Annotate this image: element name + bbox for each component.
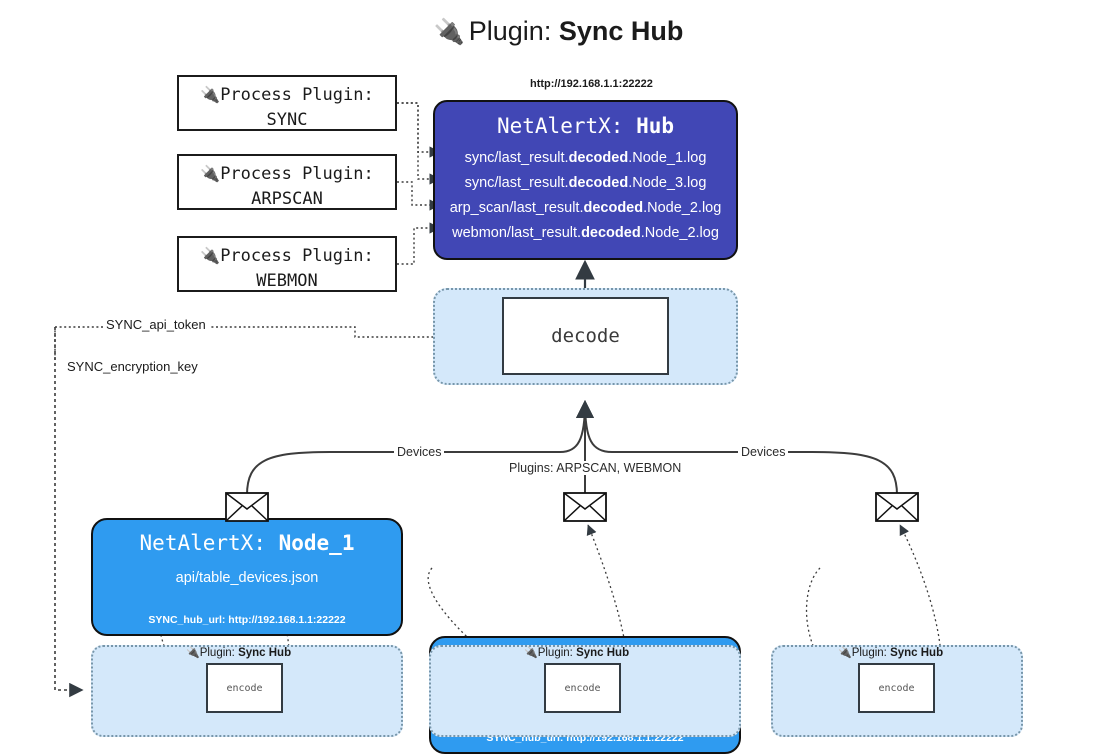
process-plugin-heading: Process Plugin:	[220, 164, 374, 184]
process-plugin-webmon[interactable]: 🔌Process Plugin: WEBMON	[177, 236, 397, 292]
plug-icon: 🔌	[200, 164, 221, 183]
encode-box-node-3[interactable]: encode	[858, 663, 935, 713]
hub-log-line: sync/last_result.decoded.Node_1.log	[464, 150, 707, 166]
hub-card[interactable]: NetAlertX: Hub sync/last_result.decoded.…	[433, 100, 738, 260]
plugin-tag-node-2: 🔌Plugin: Sync Hub	[524, 647, 630, 659]
node-footer: SYNC_hub_url: http://192.168.1.1:22222	[148, 614, 346, 626]
process-plugin-name: SYNC	[266, 109, 308, 130]
process-plugin-name: WEBMON	[256, 270, 318, 291]
plug-icon: 🔌	[433, 18, 465, 46]
hub-log-line: webmon/last_result.decoded.Node_2.log	[452, 224, 719, 241]
envelope-icon	[563, 492, 607, 527]
sync-api-token-label: SYNC_api_token	[103, 317, 209, 332]
hub-log-line: sync/last_result.decoded.Node_3.log	[464, 174, 707, 191]
plug-icon: 🔌	[200, 246, 221, 265]
envelope-icon	[225, 492, 269, 527]
sync-encryption-key-label: SYNC_encryption_key	[64, 359, 201, 374]
envelope-icon	[875, 492, 919, 527]
plugin-tag-node-3: 🔌Plugin: Sync Hub	[838, 647, 944, 659]
plug-icon: 🔌	[524, 647, 538, 659]
devices-label-right: Devices	[738, 445, 789, 459]
decode-box[interactable]: decode	[502, 297, 669, 375]
process-plugin-heading: Process Plugin:	[220, 246, 374, 266]
hub-title: NetAlertX: Hub	[496, 114, 674, 138]
plugins-label-center: Plugins: ARPSCAN, WEBMON	[506, 461, 685, 475]
page-title-name: Sync Hub	[558, 16, 684, 46]
node-title: NetAlertX: Node_1	[139, 531, 355, 555]
encode-box-node-2[interactable]: encode	[544, 663, 621, 713]
process-plugin-heading: Process Plugin:	[220, 85, 374, 105]
node-data-line: api/table_devices.json	[175, 570, 319, 586]
plug-icon: 🔌	[838, 647, 852, 659]
node-card-node-1[interactable]: NetAlertX: Node_1 api/table_devices.json…	[91, 518, 403, 636]
hub-log-line: arp_scan/last_result.decoded.Node_2.log	[449, 199, 722, 216]
process-plugin-name: ARPSCAN	[251, 188, 323, 209]
process-plugin-sync[interactable]: 🔌Process Plugin: SYNC	[177, 75, 397, 131]
plug-icon: 🔌	[186, 647, 200, 659]
process-plugin-arpscan[interactable]: 🔌Process Plugin: ARPSCAN	[177, 154, 397, 210]
plugin-tag-node-1: 🔌Plugin: Sync Hub	[186, 647, 292, 659]
hub-url-label: http://192.168.1.1:22222	[530, 78, 653, 90]
encode-box-node-1[interactable]: encode	[206, 663, 283, 713]
page-title: 🔌Plugin: Sync Hub	[0, 16, 1117, 47]
devices-label-left: Devices	[394, 445, 445, 459]
page-title-prefix: Plugin:	[468, 16, 559, 46]
plug-icon: 🔌	[200, 85, 221, 104]
